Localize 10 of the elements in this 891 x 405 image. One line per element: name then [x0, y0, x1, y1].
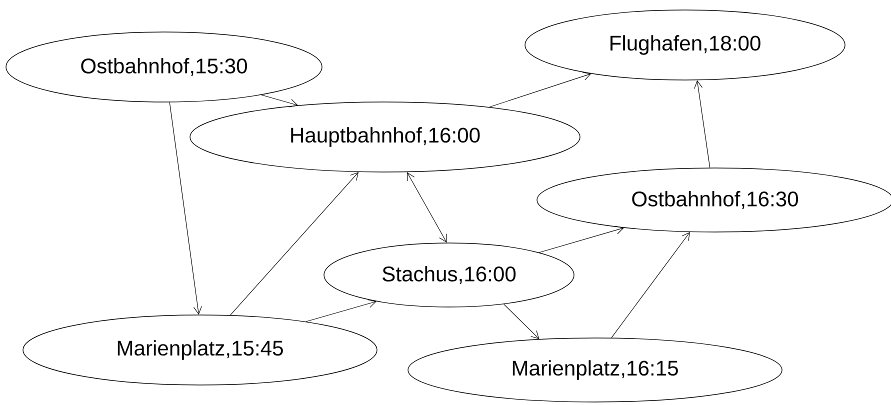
arrow: [230, 172, 359, 316]
arrow: [260, 94, 298, 108]
arrow: [538, 226, 624, 253]
arrow: [488, 72, 592, 108]
arrow: [611, 232, 690, 338]
arrow: [406, 172, 447, 243]
arrow: [694, 80, 710, 168]
arrow: [169, 102, 202, 315]
arrow: [306, 299, 376, 322]
arrow: [503, 304, 540, 340]
